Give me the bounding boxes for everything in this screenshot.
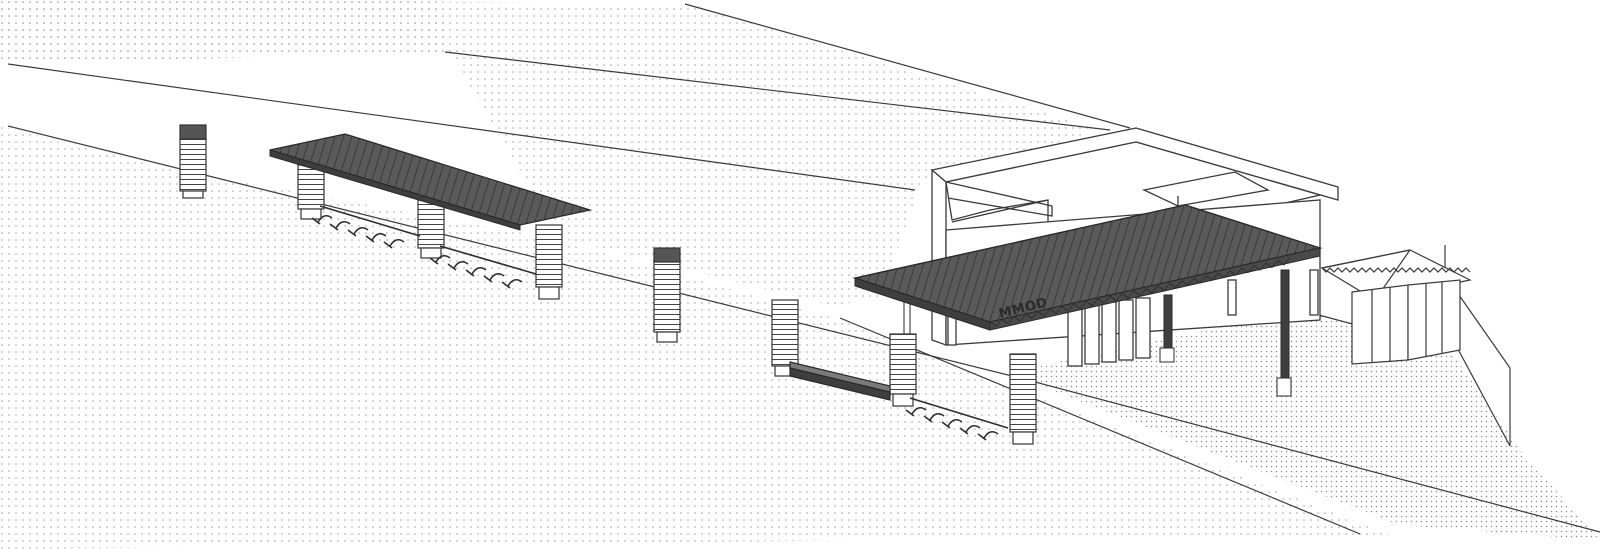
bike-rack-2	[429, 245, 537, 289]
kiosk-valance	[1321, 267, 1471, 273]
side-kiosk	[1320, 249, 1472, 365]
bike-shelter-fascia	[269, 149, 521, 231]
canopy-columns	[903, 269, 1292, 397]
bike-rack-1	[311, 205, 421, 249]
pillar-8	[1009, 353, 1037, 445]
pillar-2	[297, 164, 325, 220]
canopy-purlins	[989, 257, 1291, 327]
bike-rack-3	[905, 397, 1009, 441]
skylight	[1141, 171, 1270, 207]
pillar-1	[179, 124, 207, 199]
bike-racks	[311, 205, 1009, 441]
upper-lawn	[0, 0, 1100, 305]
pillar-6	[771, 299, 799, 377]
bench	[789, 361, 891, 401]
pillar-5	[653, 247, 681, 343]
pillar-7	[889, 333, 917, 407]
lower-lawn	[0, 126, 1390, 549]
kiosk-front	[1351, 284, 1409, 365]
pillar-3	[417, 199, 445, 259]
brick-pillars	[179, 124, 1037, 445]
bike-shelter	[269, 133, 593, 231]
kiosk-side	[1407, 279, 1461, 361]
pillar-4	[535, 224, 563, 300]
plaza-paving	[1020, 310, 1600, 540]
left-upper-strip	[0, 0, 450, 64]
building-left-wall	[931, 168, 947, 346]
main-canopy: MMOD	[852, 204, 1323, 397]
